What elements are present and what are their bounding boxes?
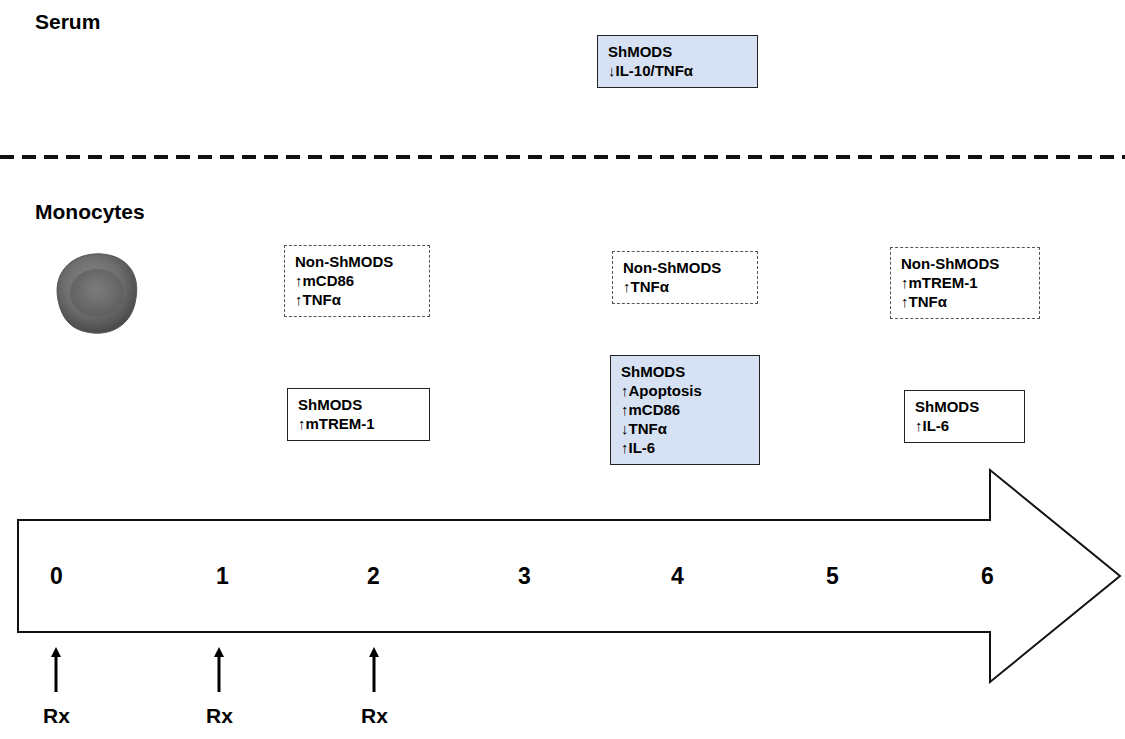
time-number: 2 [367, 563, 380, 590]
group-heading: Non-ShMODS [623, 258, 747, 277]
group-heading: ShMODS [915, 397, 1014, 416]
result-box: ShMODS↑Apoptosis ↑mCD86 ↓TNFα ↑IL-6 [610, 355, 760, 465]
time-number: 0 [50, 563, 63, 590]
time-number: 5 [826, 563, 839, 590]
marker-list: ↑TNFα [623, 277, 747, 296]
group-heading: ShMODS [621, 362, 749, 381]
group-heading: ShMODS [608, 42, 747, 61]
marker-list: ↑Apoptosis ↑mCD86 ↓TNFα ↑IL-6 [621, 381, 749, 457]
time-number: 6 [981, 563, 994, 590]
marker-list: ↓IL-10/TNFα [608, 61, 747, 80]
treatment-label: Rx [206, 704, 233, 728]
marker-list: ↑mTREM-1 ↑TNFα [901, 273, 1029, 311]
marker-list: ↑mTREM-1 [298, 414, 419, 433]
marker-list: ↑mCD86 ↑TNFα [295, 271, 419, 309]
treatment-arrows [56, 652, 374, 692]
group-box: Non-ShMODS↑mCD86 ↑TNFα [284, 245, 430, 317]
group-heading: ShMODS [298, 395, 419, 414]
monocyte-cell [57, 254, 137, 333]
time-number: 3 [518, 563, 531, 590]
group-heading: Non-ShMODS [901, 254, 1029, 273]
marker-list: ↑IL-6 [915, 416, 1014, 435]
result-box: ShMODS↓IL-10/TNFα [597, 35, 758, 88]
treatment-label: Rx [43, 704, 70, 728]
group-box: Non-ShMODS↑TNFα [612, 251, 758, 304]
timeline-arrow [18, 470, 1120, 682]
region-label: Serum [35, 10, 100, 34]
time-number: 1 [216, 563, 229, 590]
group-box: Non-ShMODS↑mTREM-1 ↑TNFα [890, 247, 1040, 319]
treatment-label: Rx [361, 704, 388, 728]
result-box: ShMODS↑mTREM-1 [287, 388, 430, 441]
region-label: Monocytes [35, 200, 145, 224]
time-number: 4 [671, 563, 684, 590]
result-box: ShMODS↑IL-6 [904, 390, 1025, 443]
divider-line [0, 155, 1125, 159]
group-heading: Non-ShMODS [295, 252, 419, 271]
